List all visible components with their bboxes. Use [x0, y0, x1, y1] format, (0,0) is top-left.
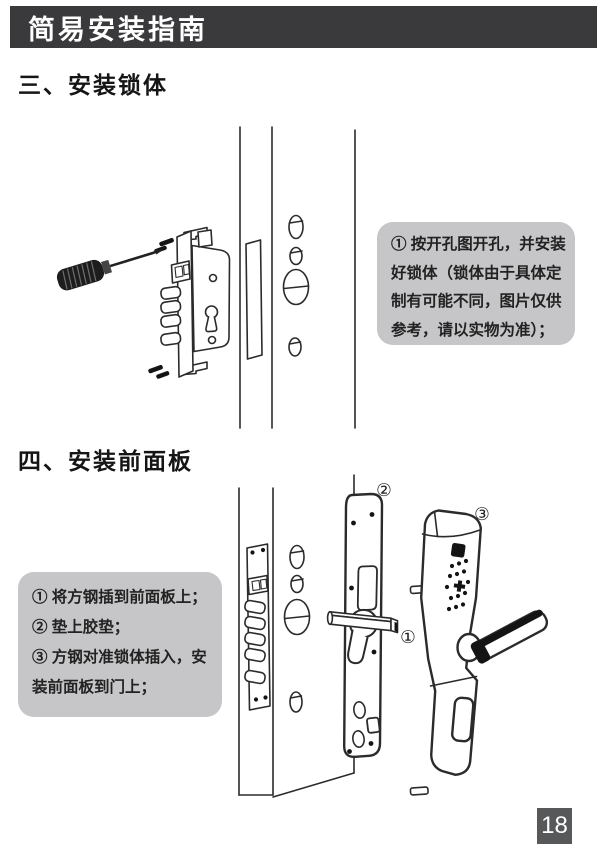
- callout-install-front-panel: ① 将方钢插到前面板上； ② 垫上胶垫； ③ 方钢对准锁体插入，安 装前面板到门…: [18, 572, 222, 717]
- installed-lock-faceplate: [244, 543, 271, 711]
- page-number-badge: 18: [537, 808, 572, 844]
- callout-line: ② 垫上胶垫；: [32, 619, 130, 636]
- callout-line: ③ 方钢对准锁体插入，安: [32, 649, 207, 666]
- door-drill-holes: [283, 544, 311, 713]
- label-square-spindle: ①: [400, 627, 416, 647]
- section-title-install-front-panel: 四、安装前面板: [18, 448, 193, 474]
- page-header-banner: 简易安装指南: [10, 6, 597, 48]
- figure-install-lock-body: [56, 126, 356, 429]
- callout-install-lock-body: ① 按开孔图开孔，并安装 好锁体（锁体由于具体定 制有可能不同，图片仅供 参考，…: [377, 222, 575, 345]
- callout-line: 参考，请以实物为准）；: [391, 321, 554, 339]
- callout-line: 装前面板到门上；: [32, 679, 157, 696]
- mortise-slot: [245, 239, 263, 360]
- lock-body: [160, 226, 231, 378]
- door-cross-section: [238, 474, 355, 798]
- page-number: 18: [541, 812, 568, 839]
- door-cross-section: [239, 126, 356, 429]
- section-title-install-lock-body: 三、安装锁体: [18, 72, 168, 98]
- handle-assembly: [409, 509, 549, 796]
- page-title: 简易安装指南: [28, 14, 208, 45]
- label-front-panel: ②: [376, 480, 392, 500]
- callout-line: ① 将方钢插到前面板上；: [32, 589, 207, 606]
- key-cylinder-cover: [451, 696, 475, 743]
- callout-line: ① 按开孔图开孔，并安装: [391, 236, 566, 253]
- door-handle-lever: [470, 609, 549, 664]
- card-reader-window: [450, 542, 466, 558]
- callout-line: 制有可能不同，图片仅供: [391, 293, 562, 310]
- door-drill-holes: [282, 214, 310, 357]
- square-spindle: [326, 610, 399, 634]
- screwdriver-icon: [56, 249, 164, 291]
- callout-line: 好锁体（锁体由于具体定: [391, 264, 562, 282]
- figure-install-front-panel: ② ① ③: [238, 474, 549, 798]
- keypad-dots: [444, 558, 471, 612]
- label-handle-assembly: ③: [474, 504, 490, 524]
